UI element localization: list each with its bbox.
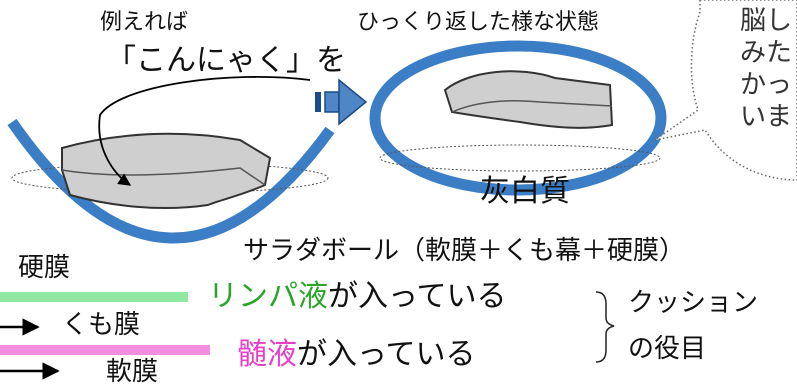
cushion-brace [595,291,615,363]
lymph-fluid-line: リンパ液が入っている [208,282,507,312]
bubble-line-2: みた [740,38,793,68]
konnyaku-flipped [443,70,614,129]
left-bowl-rim [7,118,335,244]
right-bowl [369,40,667,196]
right-bowl-fluid-line [379,144,661,172]
csf-term: 髄液 [237,337,297,372]
dura-mater-label: 硬膜 [18,253,71,283]
role-label: の役目 [628,334,707,364]
arachnoid-bar [0,292,188,302]
speech-bubble [654,0,797,181]
right-bowl-rim [369,40,667,196]
gray-matter-label: 灰白質 [480,174,570,209]
example-label: 例えれば [100,10,189,35]
left-bowl [7,118,335,244]
csf-suffix: が入っている [297,337,476,372]
bubble-line-3: かっ [740,70,793,100]
flipped-state-label: ひっくり返した様な状態 [357,10,600,35]
cushion-label: クッション [628,288,759,318]
bubble-line-1: 脳し [740,6,793,36]
bubble-line-4: いま [740,102,793,132]
pia-bar [0,345,210,355]
salad-bowl-label: サラダボール（軟膜＋くも幕＋硬膜） [243,236,686,266]
csf-line: 髄液が入っている [237,340,476,370]
lymph-fluid-suffix: が入っている [328,279,507,314]
arachnoid-label: くも膜 [62,310,141,340]
pointer-arrow [98,76,311,186]
pia-mater-label: 軟膜 [106,357,159,387]
lymph-fluid-term: リンパ液 [208,279,328,314]
transition-arrow [315,78,368,126]
konnyaku-label: 「こんにゃく」を [106,43,346,78]
konnyaku-flat [61,132,272,209]
